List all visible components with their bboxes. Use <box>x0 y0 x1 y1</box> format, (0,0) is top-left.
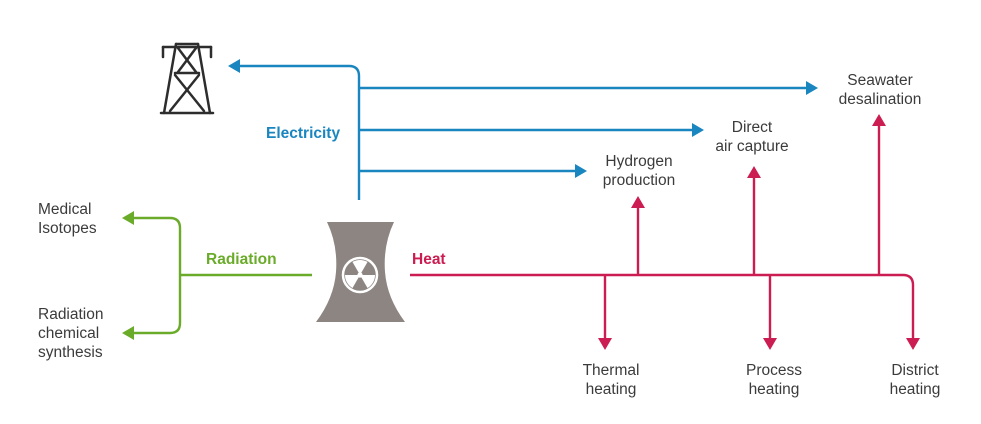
radiation-symbol-icon <box>341 256 379 294</box>
radiation-flow-lines <box>132 216 312 335</box>
medical-isotopes-label: Medical Isotopes <box>38 201 97 237</box>
grid-arrowhead <box>228 59 240 73</box>
heat-flow-lines <box>410 124 915 340</box>
electricity-to-grid-line <box>238 64 361 200</box>
direct-air-capture-label: Direct air capture <box>715 119 789 155</box>
hydrogen-arrowhead <box>575 164 587 178</box>
electricity-flow-lines <box>238 64 808 200</box>
desalination-arrowhead <box>806 81 818 95</box>
hydrogen-production-label: Hydrogen production <box>602 153 676 189</box>
radiation-arrowheads <box>122 211 134 340</box>
radiation-chemical-synthesis-label: Radiation chemical synthesis <box>38 306 104 361</box>
thermal-heating-label: Thermal heating <box>582 362 640 398</box>
electricity-label: Electricity <box>266 125 341 142</box>
district-heating-label: District heating <box>889 362 941 398</box>
seawater-desalination-label: Seawater desalination <box>838 72 922 108</box>
transmission-tower-icon <box>159 42 215 115</box>
electricity-arrowheads <box>228 59 818 178</box>
cooling-tower-icon <box>316 222 405 322</box>
air-capture-arrowhead <box>692 123 704 137</box>
process-heating-label: Process heating <box>746 362 802 398</box>
heat-arrowheads <box>598 114 920 350</box>
radiation-label: Radiation <box>206 251 277 268</box>
heat-label: Heat <box>412 251 446 268</box>
